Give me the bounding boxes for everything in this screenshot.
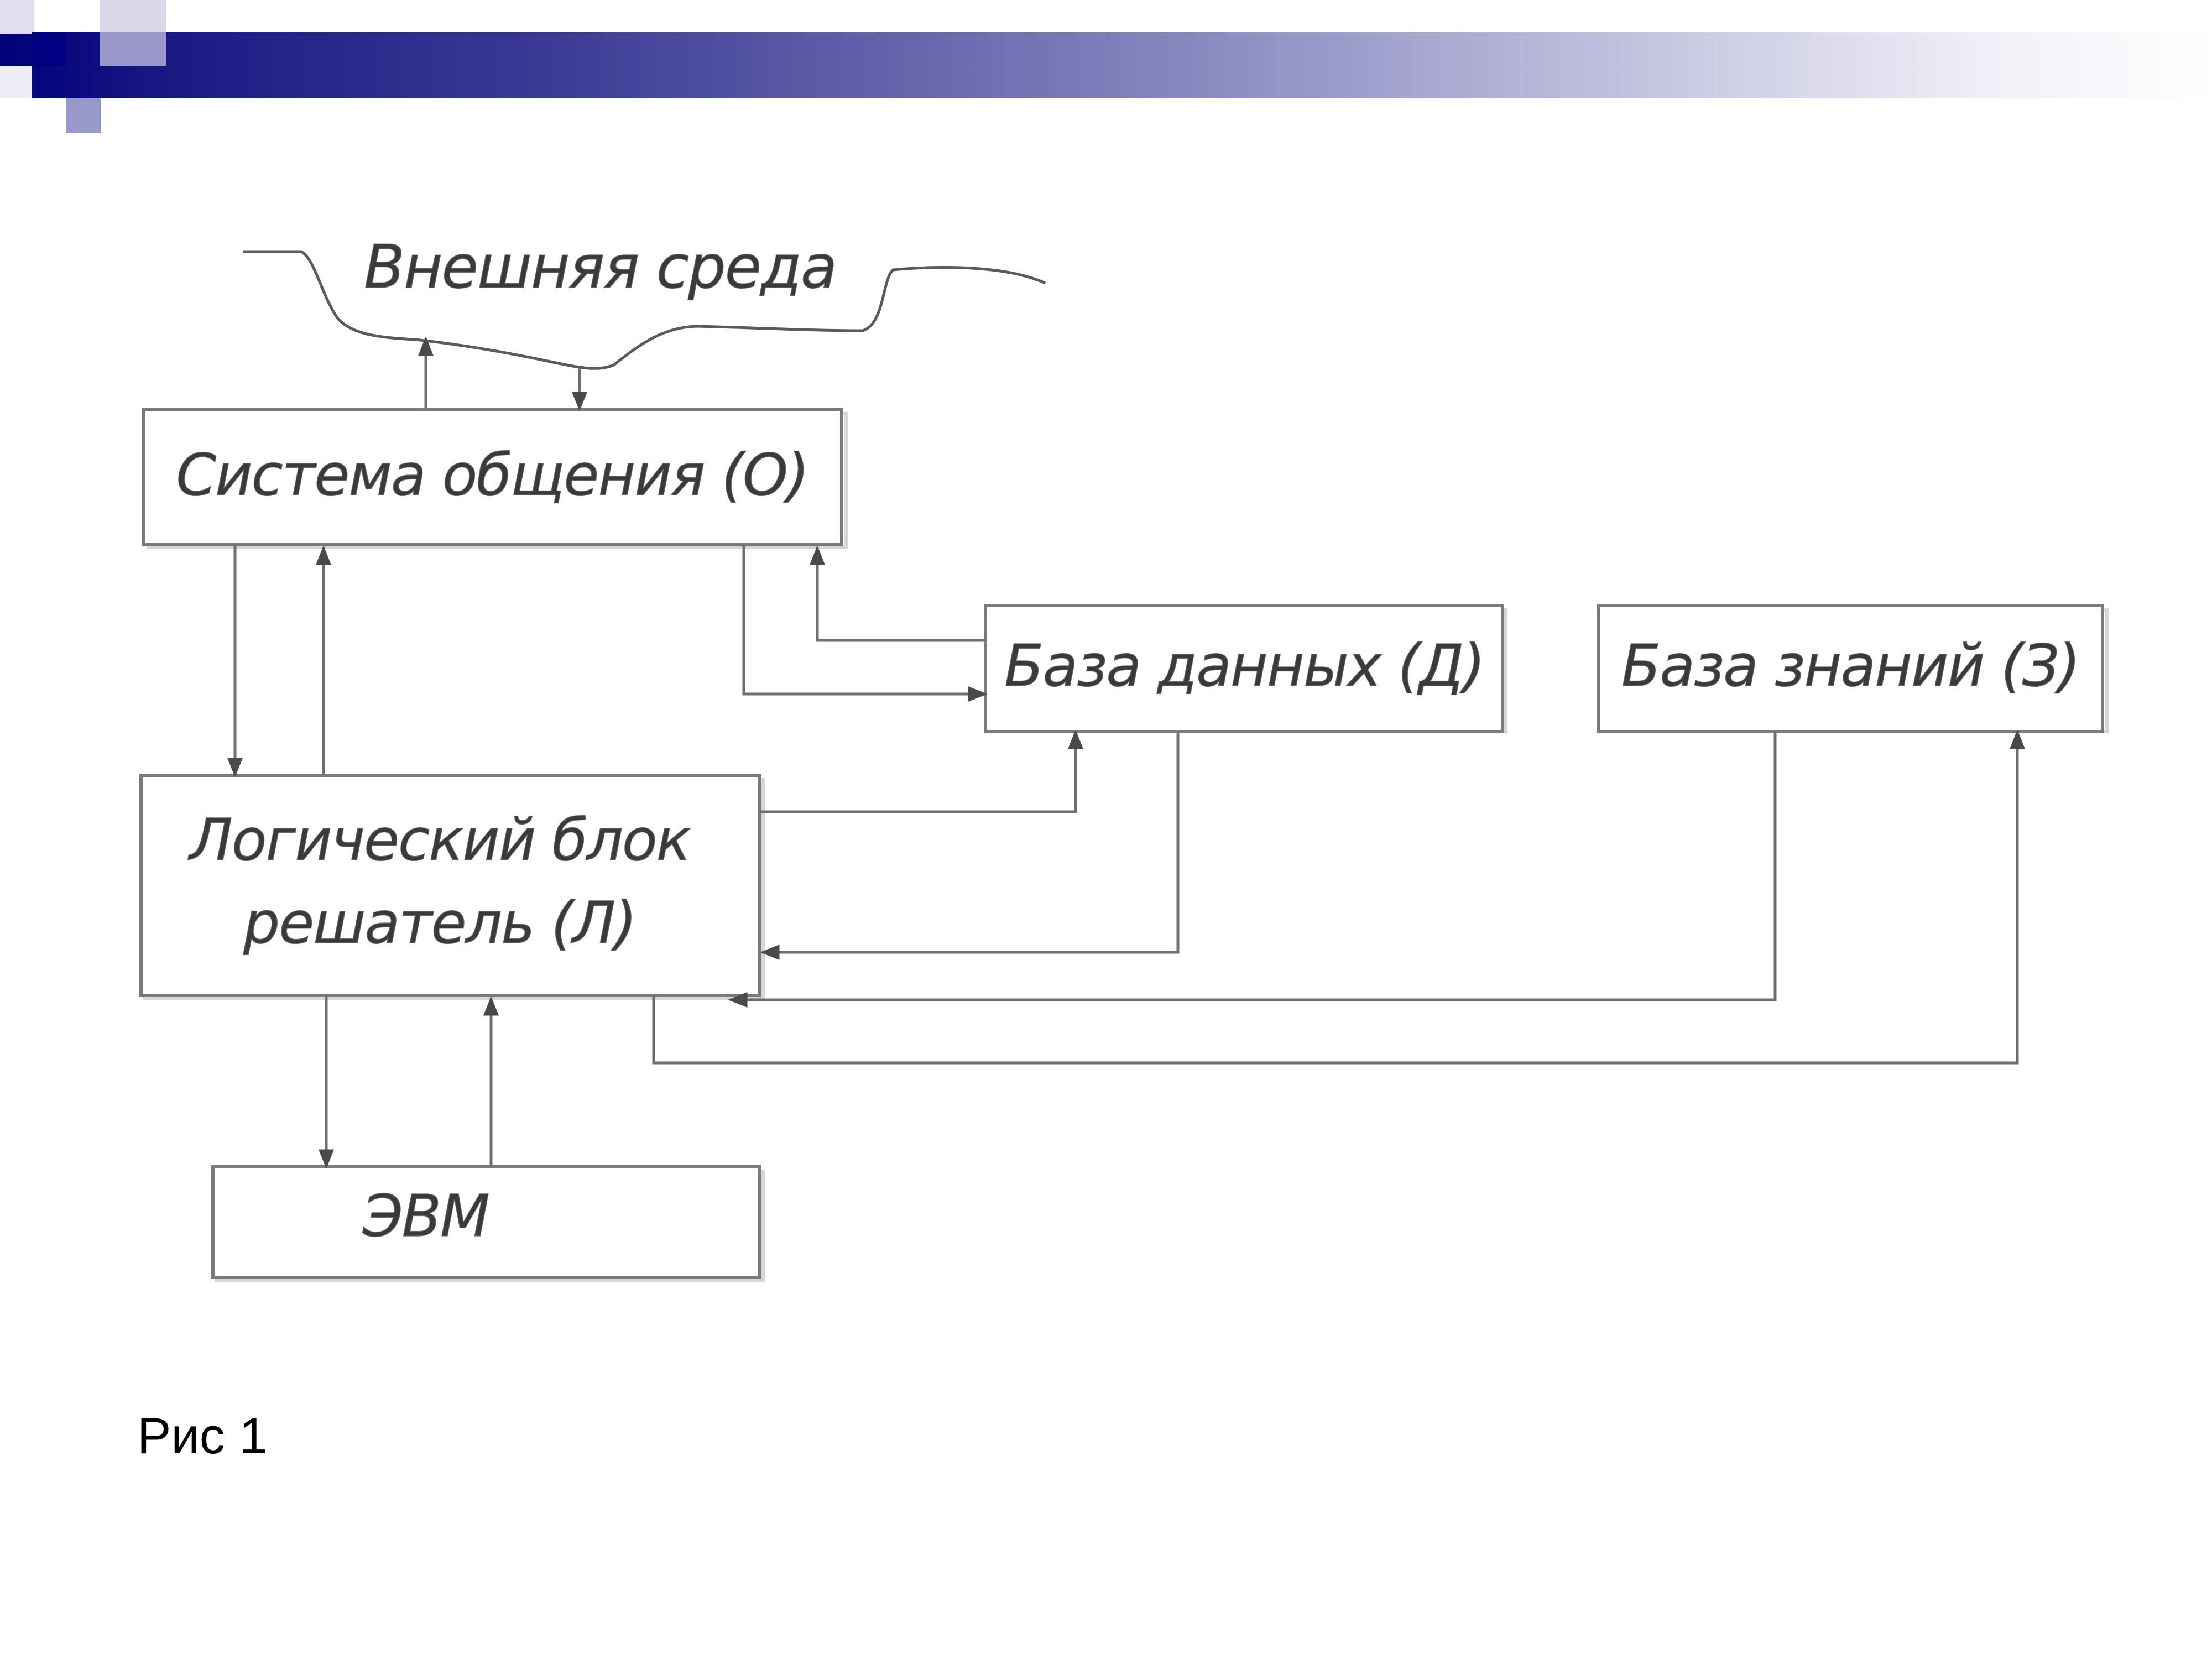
figure-caption: Рис 1 [137,1408,268,1464]
arrow-database-to-comm [810,545,985,642]
arrow-knowledge-to-logic [728,732,1777,1008]
logic-block-box [139,774,761,997]
environment-boundary [243,250,1046,370]
header-square-dark [32,32,66,66]
knowledge-base-label: База знаний (З) [1621,632,2079,700]
communication-system-label: Система общения (О) [176,441,808,509]
database-box [984,604,1504,733]
header-square-light [100,32,166,66]
arrow-logic-to-database [759,729,1083,813]
arrow-database-to-logic [760,732,1180,960]
database-label: База данных (Д) [1004,632,1484,700]
computer-label: ЭВМ [362,1182,489,1250]
header-square-light [0,66,32,98]
header-square-light [100,0,166,32]
computer-box [211,1165,761,1279]
logic-block-label-line1: Логический блок [187,806,691,874]
header-square-light [0,0,34,34]
arrow-comm-to-database [742,545,988,702]
arrow-logic-to-knowledge [652,729,2025,1065]
knowledge-base-box [1597,604,2104,733]
logic-block-label-line2: решатель (Л) [243,889,636,957]
communication-system-box [142,408,843,546]
slide-header-bar [0,32,2212,98]
environment-label: Внешняя среда [364,233,836,302]
header-square-light [66,98,101,133]
